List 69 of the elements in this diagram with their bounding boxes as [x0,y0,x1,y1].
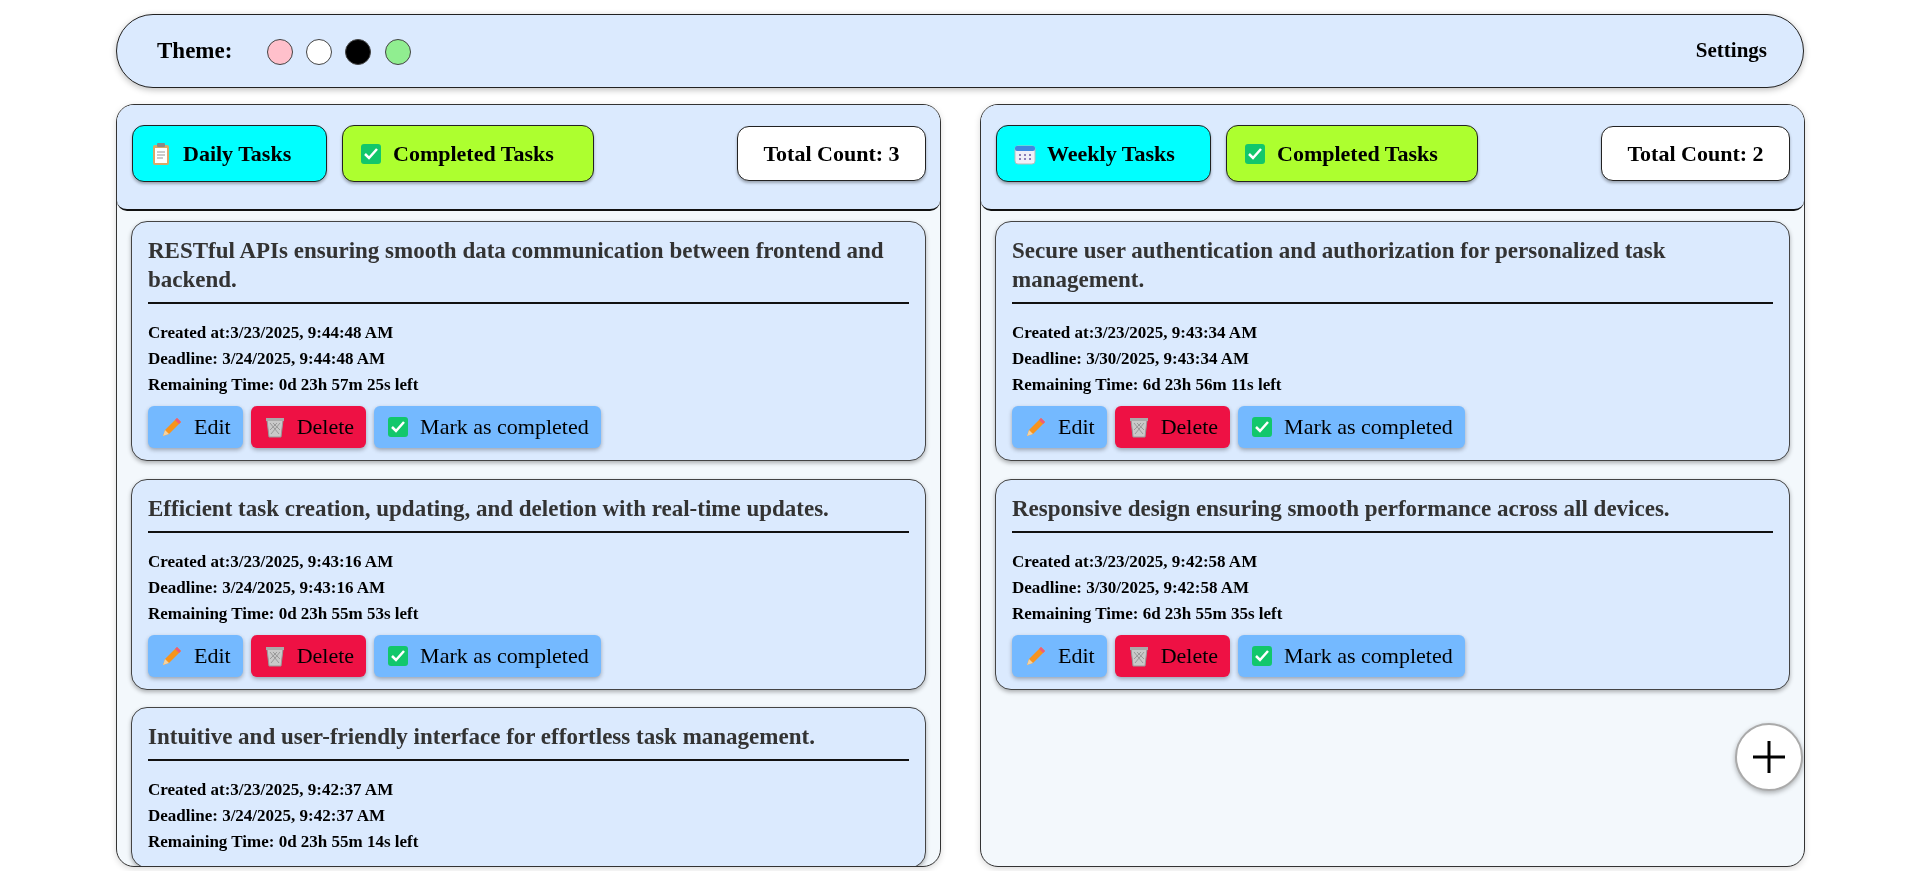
tab-label: Daily Tasks [183,140,292,167]
task-detail: Deadline: 3/24/2025, 9:44:48 AM [148,348,386,370]
task-card [995,221,1790,461]
button-label: Delete [1160,414,1219,440]
tab-label: Completed Tasks [393,140,554,167]
button-label: Mark as completed [1284,414,1453,440]
task-title: Efficient task creation, updating, and deletion with real-time updates. [148,495,830,523]
settings-link: Settings [1695,38,1767,63]
action-button [250,406,367,448]
action-button [1238,406,1465,448]
tab-label: Weekly Tasks [1047,140,1175,167]
button-label: Delete [296,414,355,440]
button-label: Edit [1058,643,1095,669]
task-panel [116,104,941,867]
task-card [131,479,926,690]
task-card [131,707,926,866]
action-button [1114,635,1231,677]
task-detail: Remaining Time: 0d 23h 55m 14s left [148,831,419,853]
button-label: Mark as completed [1284,643,1453,669]
button-label: Delete [296,643,355,669]
task-detail: Remaining Time: 0d 23h 55m 53s left [148,603,419,625]
task-detail: Created at:3/23/2025, 9:44:48 AM [148,322,394,344]
top-bar [116,14,1804,88]
task-panel [980,104,1805,867]
button-label: Edit [194,643,231,669]
task-detail: Created at:3/23/2025, 9:43:34 AM [1012,322,1258,344]
action-button [148,635,243,677]
action-button [250,635,367,677]
task-card [131,221,926,461]
tab-label: Completed Tasks [1277,140,1438,167]
task-detail: Created at:3/23/2025, 9:43:16 AM [148,551,394,573]
action-button [148,406,243,448]
theme-swatch [306,39,332,65]
task-detail: Deadline: 3/30/2025, 9:43:34 AM [1012,348,1250,370]
task-title: Intuitive and user-friendly interface for effortless task management. [148,723,816,751]
action-button [1012,635,1107,677]
theme-label: Theme: [157,38,233,64]
task-detail: Created at:3/23/2025, 9:42:58 AM [1012,551,1258,573]
action-button [1114,406,1231,448]
tab-button [1226,125,1478,182]
count-badge: Total Count: 2 [1601,126,1790,181]
action-button [374,635,601,677]
task-title: Secure user authentication and authorization for personalized task management. [1012,237,1667,294]
button-label: Edit [1058,414,1095,440]
task-card [995,479,1790,690]
tab-button [132,125,327,182]
tab-button [342,125,594,182]
button-label: Delete [1160,643,1219,669]
button-label: Mark as completed [420,643,589,669]
task-detail: Remaining Time: 6d 23h 56m 11s left [1012,374,1282,396]
count-badge: Total Count: 3 [737,126,926,181]
task-title: Responsive design ensuring smooth performance across all devices. [1012,495,1671,523]
action-button [1238,635,1465,677]
theme-swatch [345,39,371,65]
task-detail: Deadline: 3/24/2025, 9:43:16 AM [148,577,386,599]
tab-button [996,125,1211,182]
task-title: RESTful APIs ensuring smooth data communication between frontend and backend. [148,237,885,294]
action-button [1012,406,1107,448]
button-label: Mark as completed [420,414,589,440]
task-detail: Deadline: 3/30/2025, 9:42:58 AM [1012,577,1250,599]
task-detail: Remaining Time: 6d 23h 55m 35s left [1012,603,1283,625]
theme-swatch [267,39,293,65]
task-detail: Remaining Time: 0d 23h 57m 25s left [148,374,419,396]
theme-swatch [385,39,411,65]
button-label: Edit [194,414,231,440]
action-button [374,406,601,448]
add-button [1735,723,1803,791]
task-detail: Deadline: 3/24/2025, 9:42:37 AM [148,805,386,827]
task-detail: Created at:3/23/2025, 9:42:37 AM [148,779,394,801]
